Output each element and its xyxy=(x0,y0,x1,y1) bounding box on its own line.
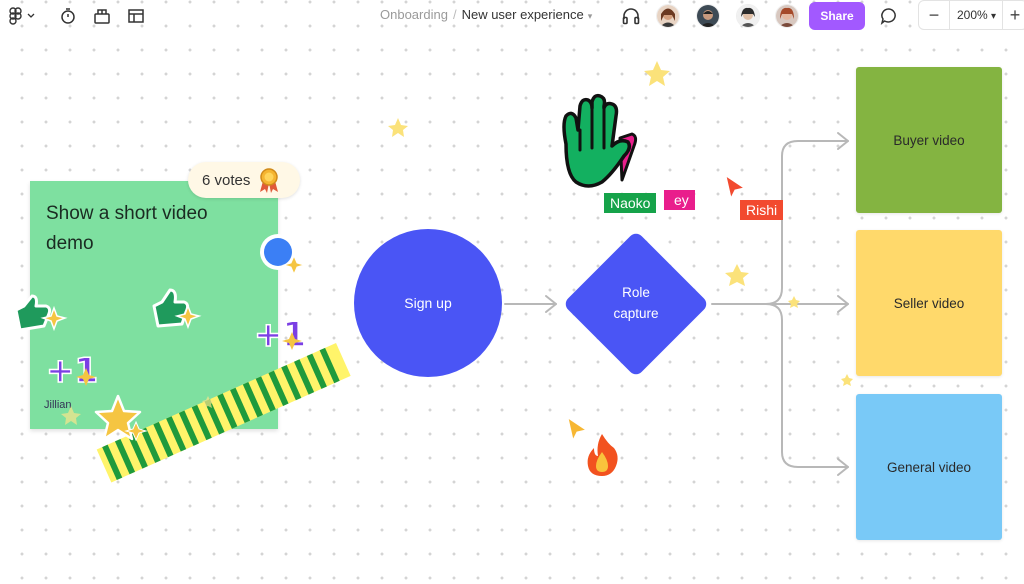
star-icon xyxy=(202,396,214,408)
cursor-arrow-icon xyxy=(567,416,588,442)
collaborator-label-rishi: Rishi xyxy=(740,200,784,220)
role-capture-line2: capture xyxy=(613,306,659,321)
star-icon xyxy=(788,296,800,308)
signup-node[interactable]: Sign up xyxy=(354,229,502,377)
blue-dot-sticker xyxy=(260,234,306,276)
layout-icon[interactable] xyxy=(124,4,148,28)
plus-one-sticker: +1 xyxy=(253,314,307,356)
headphones-icon[interactable] xyxy=(619,4,643,28)
comment-icon[interactable] xyxy=(877,4,901,28)
star-sticker xyxy=(94,394,148,442)
thumbs-up-sticker xyxy=(14,294,68,332)
star-icon xyxy=(644,61,670,86)
seller-video-label: Seller video xyxy=(893,295,965,311)
thumbs-up-sticker xyxy=(152,288,202,330)
svg-text:+1: +1 xyxy=(46,351,98,391)
avatar[interactable] xyxy=(696,4,720,28)
tape-sticker xyxy=(96,342,351,483)
breadcrumb: Onboarding / New user experience▾ xyxy=(380,7,592,22)
votes-count: 6 votes xyxy=(202,171,251,189)
signup-node-label: Sign up xyxy=(404,295,452,311)
top-toolbar: Onboarding/New user experience▾ Share − … xyxy=(0,0,1024,32)
role-capture-line1: Role xyxy=(622,285,650,300)
collaborator-label: ey xyxy=(664,190,695,210)
widgets-icon[interactable] xyxy=(90,4,114,28)
zoom-in-button[interactable]: + xyxy=(1002,1,1024,29)
plus-one-sticker: +1 xyxy=(45,350,99,392)
general-video-label: General video xyxy=(886,459,972,475)
sticky-note-text: Show a short video demo xyxy=(46,203,208,254)
share-button[interactable]: Share xyxy=(809,2,865,30)
connector-role-general xyxy=(765,303,849,468)
avatar[interactable] xyxy=(775,4,799,28)
chevron-down-icon[interactable]: ▾ xyxy=(587,11,593,21)
svg-text:+1: +1 xyxy=(254,315,306,355)
timer-icon[interactable] xyxy=(56,4,80,28)
buyer-video-label: Buyer video xyxy=(893,132,965,148)
zoom-level-select[interactable]: 200% ▾ xyxy=(957,8,996,22)
seller-video-node[interactable]: Seller video xyxy=(856,230,1002,376)
fire-sticker xyxy=(587,434,618,476)
role-capture-node[interactable]: Role capture xyxy=(562,230,710,378)
avatar[interactable] xyxy=(736,4,760,28)
figjam-menu-icon[interactable] xyxy=(6,4,38,28)
role-capture-label: Role capture xyxy=(562,282,710,324)
zoom-out-button[interactable]: − xyxy=(919,1,950,29)
breadcrumb-project[interactable]: Onboarding xyxy=(380,7,448,22)
collaborator-label-naoko: Naoko xyxy=(604,193,657,213)
star-icon xyxy=(61,406,81,425)
cursor-arrow-icon xyxy=(725,174,746,200)
hand-wave-sticker xyxy=(562,93,638,188)
sticky-note-author: Jillian xyxy=(44,399,72,411)
zoom-control: − 200% ▾ + xyxy=(918,0,1024,30)
star-icon xyxy=(841,374,853,386)
file-name[interactable]: New user experience xyxy=(461,7,584,22)
general-video-node[interactable]: General video xyxy=(856,394,1002,540)
star-icon xyxy=(388,118,408,137)
avatar[interactable] xyxy=(656,4,680,28)
breadcrumb-separator: / xyxy=(452,7,457,22)
buyer-video-node[interactable]: Buyer video xyxy=(856,67,1002,213)
zoom-level-value: 200% xyxy=(957,8,988,22)
medal-icon xyxy=(260,168,279,193)
star-icon xyxy=(725,264,749,286)
chevron-down-icon: ▾ xyxy=(991,11,997,22)
votes-badge[interactable]: 6 votes xyxy=(188,162,300,198)
